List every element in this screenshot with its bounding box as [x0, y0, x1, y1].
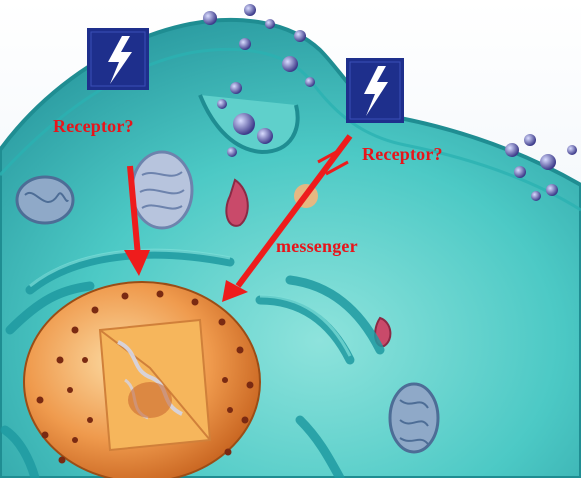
mitochondrion-left: [17, 177, 73, 223]
signal-box-right: [346, 58, 404, 123]
vesicle: [233, 113, 255, 135]
messenger-label: messenger: [276, 236, 358, 257]
nucleolus: [128, 382, 172, 418]
vesicle: [257, 128, 273, 144]
signal-box-left: [87, 28, 149, 90]
mitochondrion-right: [390, 384, 438, 452]
receptor-left-label: Receptor?: [53, 116, 134, 137]
golgi-apparatus: [132, 152, 192, 228]
receptor-right-label: Receptor?: [362, 144, 443, 165]
